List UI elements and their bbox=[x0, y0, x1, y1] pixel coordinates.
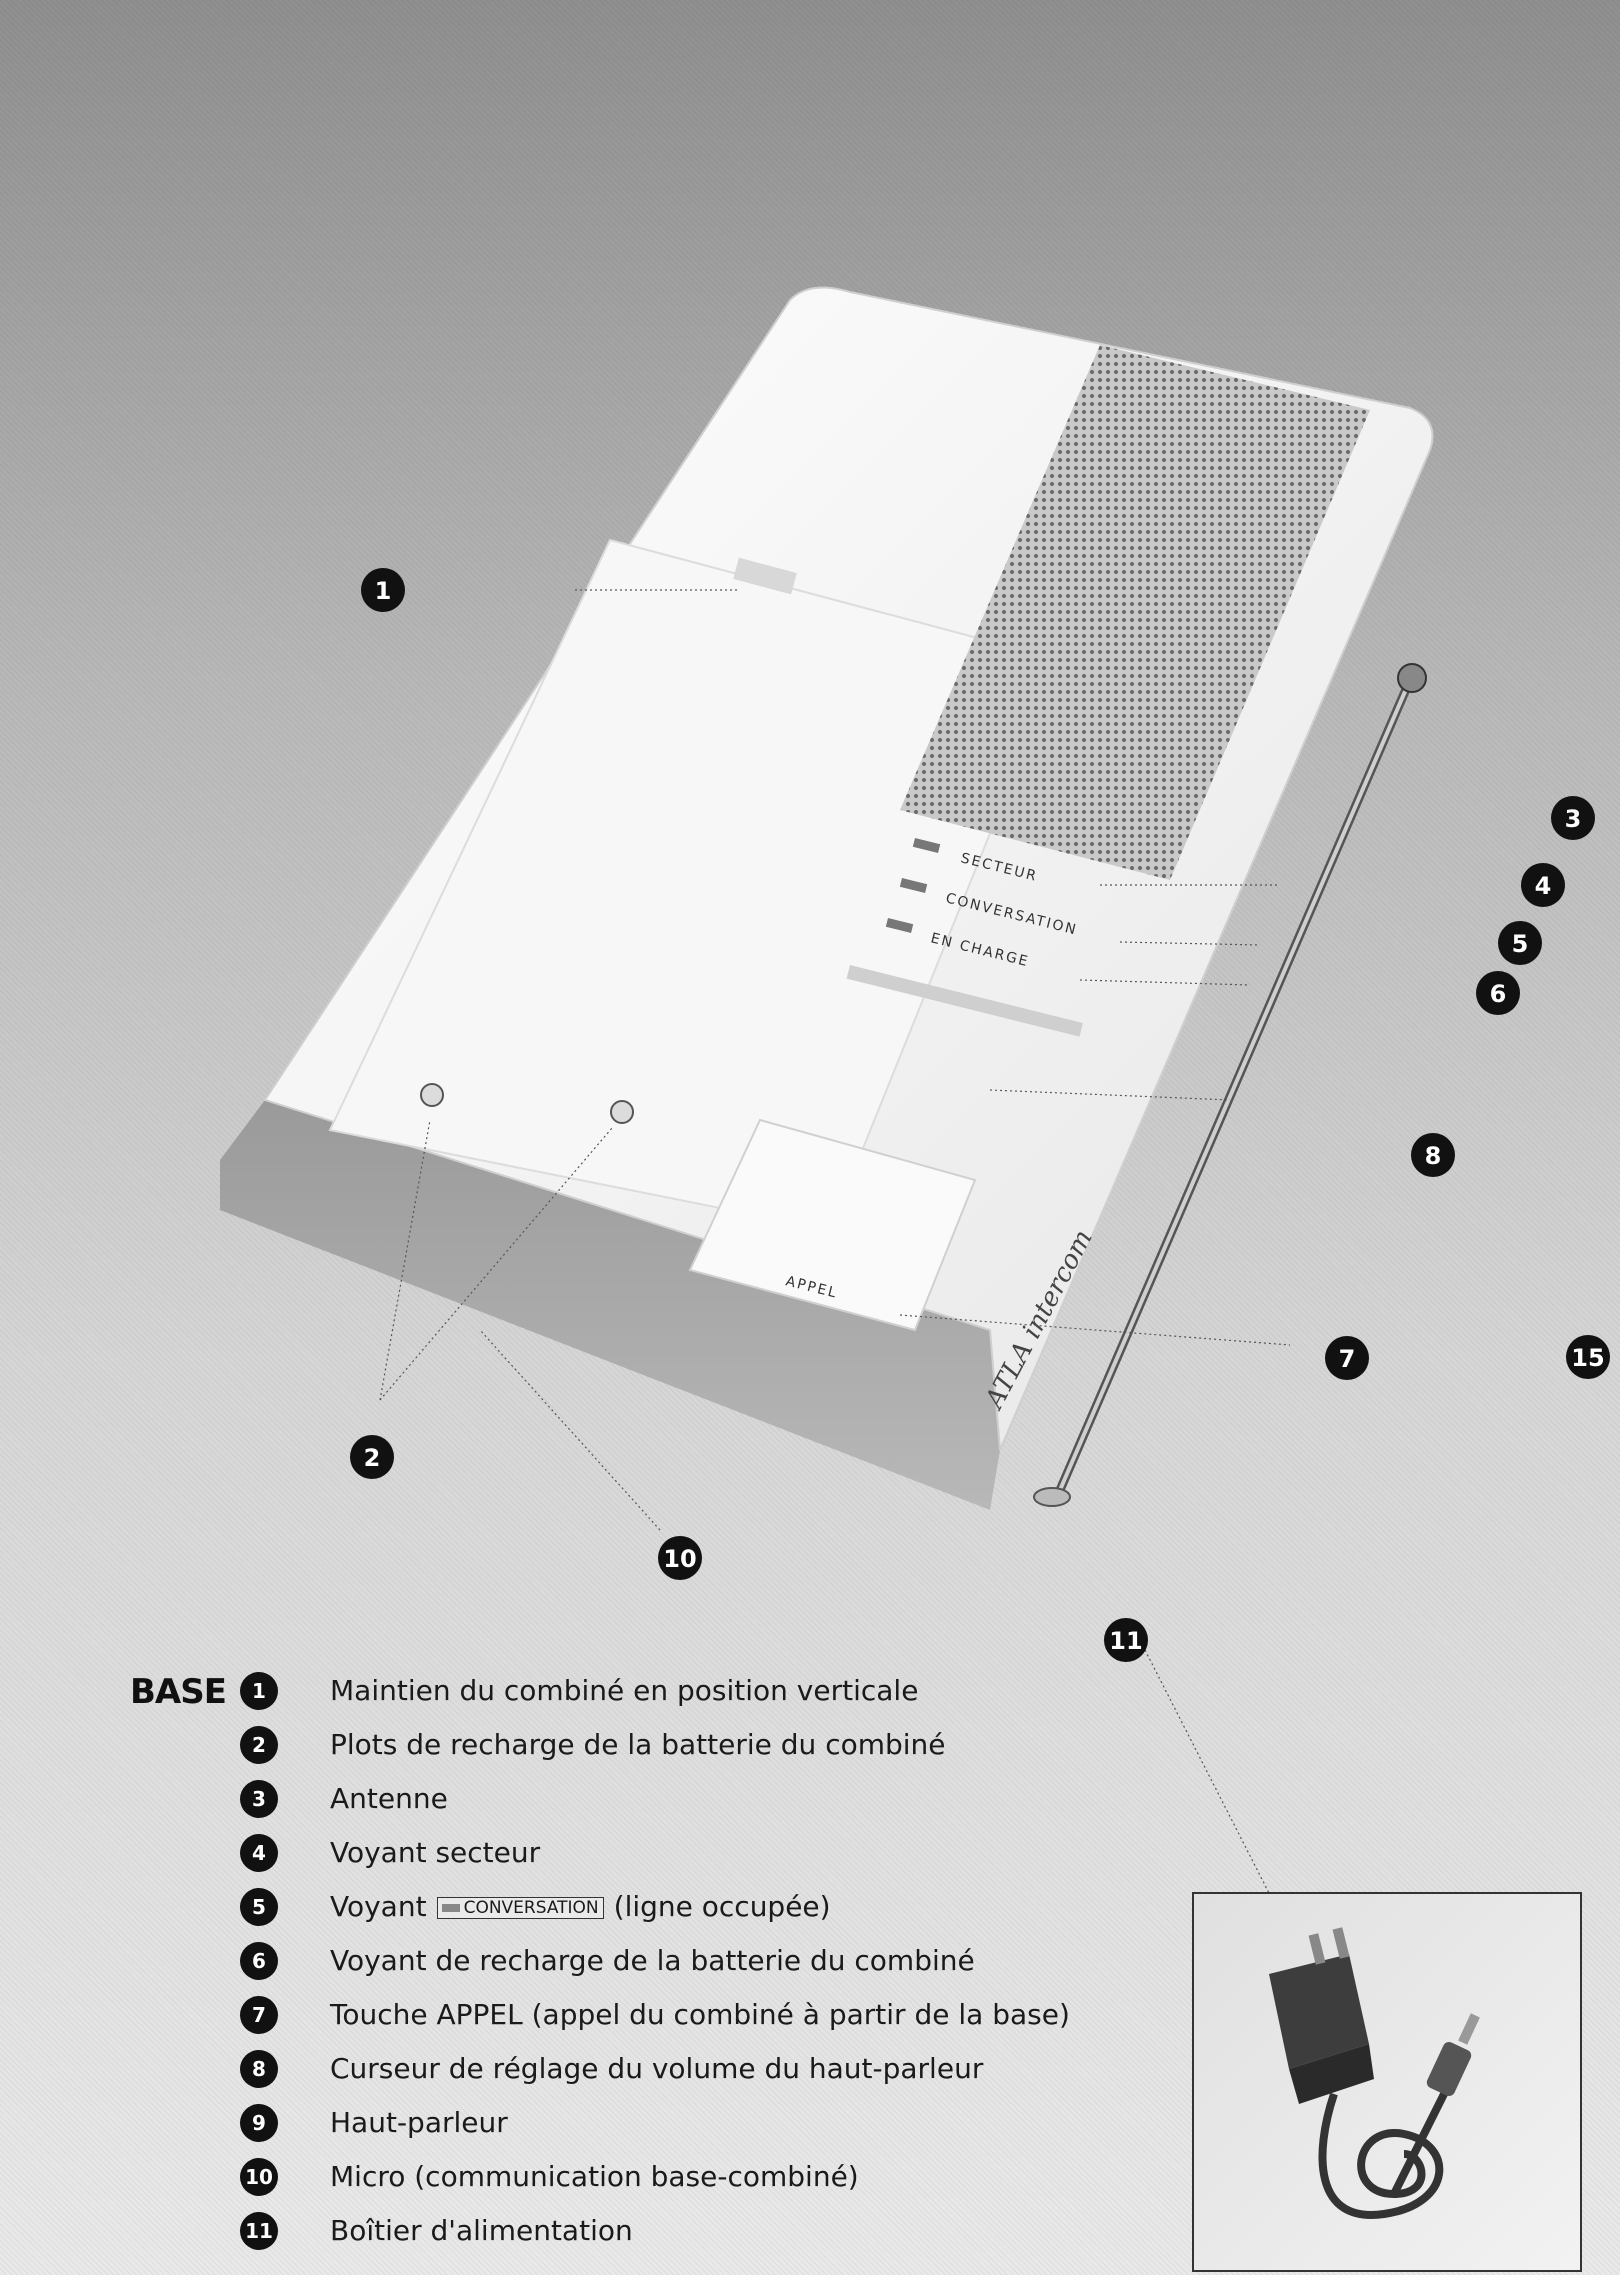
legend-badge: 10 bbox=[240, 2158, 278, 2196]
legend-text: Voyant de recharge de la batterie du com… bbox=[330, 1944, 975, 1977]
legend-item-1: 1 Maintien du combiné en position vertic… bbox=[130, 1668, 1130, 1720]
legend-text: Curseur de réglage du volume du haut-par… bbox=[330, 2052, 984, 2085]
svg-text:5: 5 bbox=[1512, 930, 1529, 958]
callout-3: 3 bbox=[1551, 796, 1595, 840]
legend-badge: 8 bbox=[240, 2050, 278, 2088]
legend-item-6: 6 Voyant de recharge de la batterie du c… bbox=[130, 1938, 1130, 1990]
callout-8: 8 bbox=[1411, 1133, 1455, 1177]
svg-text:15: 15 bbox=[1571, 1344, 1604, 1372]
legend-text: Micro (communication base-combiné) bbox=[330, 2160, 859, 2193]
svg-text:8: 8 bbox=[1425, 1142, 1442, 1170]
legend-item-11: 11 Boîtier d'alimentation bbox=[130, 2208, 1130, 2260]
svg-text:1: 1 bbox=[375, 577, 392, 605]
callout-4: 4 bbox=[1521, 863, 1565, 907]
legend-text: Haut-parleur bbox=[330, 2106, 508, 2139]
callout-11: 11 bbox=[1104, 1618, 1148, 1662]
legend-text: Touche APPEL (appel du combiné à partir … bbox=[330, 1998, 1070, 2031]
legend-item-8: 8 Curseur de réglage du volume du haut-p… bbox=[130, 2046, 1130, 2098]
legend-badge: 3 bbox=[240, 1780, 278, 1818]
svg-text:4: 4 bbox=[1535, 872, 1552, 900]
legend-item-4: 4 Voyant secteur bbox=[130, 1830, 1130, 1882]
legend-badge: 11 bbox=[240, 2212, 278, 2250]
leader-lines bbox=[379, 589, 1291, 1896]
callout-10: 10 bbox=[658, 1536, 702, 1580]
callout-2: 2 bbox=[350, 1435, 394, 1479]
svg-text:11: 11 bbox=[1109, 1627, 1142, 1655]
handset-clip bbox=[733, 557, 797, 595]
legend-item-9: 9 Haut-parleur bbox=[130, 2100, 1130, 2152]
svg-text:3: 3 bbox=[1565, 805, 1582, 833]
legend-item-10: 10 Micro (communication base-combiné) bbox=[130, 2154, 1130, 2206]
legend-text: Voyant CONVERSATION (ligne occupée) bbox=[330, 1890, 831, 1923]
callout-6: 6 bbox=[1476, 971, 1520, 1015]
legend-item-7: 7 Touche APPEL (appel du combiné à parti… bbox=[130, 1992, 1130, 2044]
svg-text:10: 10 bbox=[663, 1545, 696, 1573]
legend-badge: 9 bbox=[240, 2104, 278, 2142]
legend-text: Plots de recharge de la batterie du comb… bbox=[330, 1728, 946, 1761]
legend-badge: 6 bbox=[240, 1942, 278, 1980]
legend-text: Voyant secteur bbox=[330, 1836, 541, 1869]
legend-text: Antenne bbox=[330, 1782, 448, 1815]
legend-text-before: Voyant bbox=[330, 1890, 427, 1923]
charging-contact-left bbox=[420, 1083, 444, 1107]
legend-badge: 5 bbox=[240, 1888, 278, 1926]
power-adapter-inset bbox=[1192, 1892, 1582, 2272]
svg-text:6: 6 bbox=[1490, 980, 1507, 1008]
legend-text-after: (ligne occupée) bbox=[613, 1890, 831, 1923]
legend-badge: 4 bbox=[240, 1834, 278, 1872]
charging-contact-right bbox=[610, 1100, 634, 1124]
legend-title: BASE bbox=[130, 1672, 227, 1712]
power-adapter-icon bbox=[1269, 1927, 1480, 2219]
svg-text:2: 2 bbox=[364, 1444, 381, 1472]
callout-7: 7 bbox=[1325, 1336, 1369, 1380]
conversation-inline-label: CONVERSATION bbox=[463, 1898, 599, 1918]
legend-badge: 1 bbox=[240, 1672, 278, 1710]
legend-item-2: 2 Plots de recharge de la batterie du co… bbox=[130, 1722, 1130, 1774]
appel-button bbox=[688, 1118, 977, 1332]
legend-badge: 7 bbox=[240, 1996, 278, 2034]
legend-item-5: 5 Voyant CONVERSATION (ligne occupée) bbox=[130, 1884, 1130, 1936]
callout-5: 5 bbox=[1498, 921, 1542, 965]
legend-text: Maintien du combiné en position vertical… bbox=[330, 1674, 919, 1707]
callout-1: 1 bbox=[361, 568, 405, 612]
legend-badge: 2 bbox=[240, 1726, 278, 1764]
svg-text:7: 7 bbox=[1339, 1345, 1356, 1373]
speaker-grille bbox=[900, 345, 1370, 880]
conversation-label-icon: CONVERSATION bbox=[436, 1897, 604, 1919]
callout-15: 15 bbox=[1566, 1335, 1610, 1379]
legend-item-3: 3 Antenne bbox=[130, 1776, 1130, 1828]
legend-text: Boîtier d'alimentation bbox=[330, 2214, 633, 2247]
antenna bbox=[1033, 663, 1427, 1507]
